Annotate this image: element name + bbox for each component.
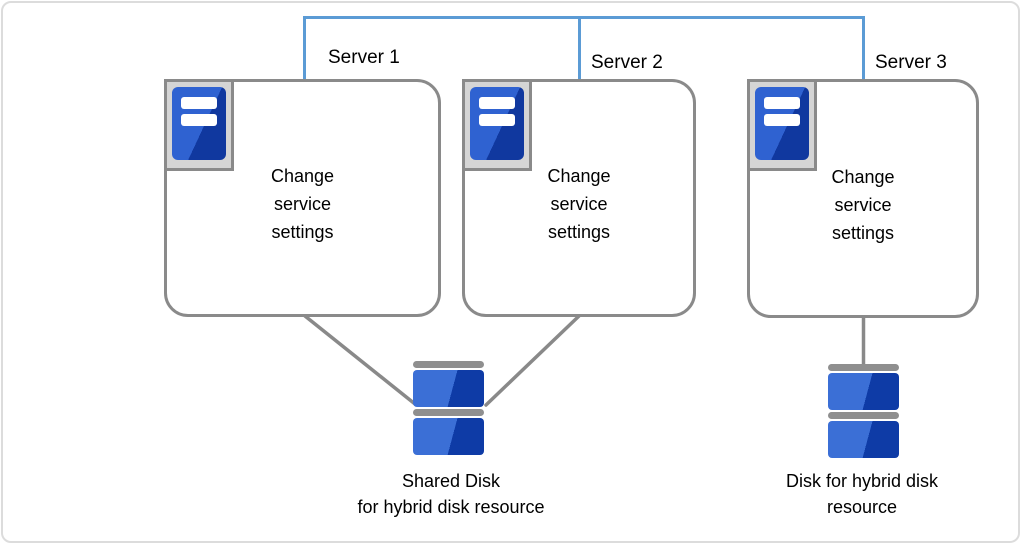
disk-cap bbox=[413, 409, 484, 416]
server1-service-settings-note: Change service settings bbox=[270, 166, 335, 242]
disk-cap bbox=[828, 412, 899, 419]
hybrid-disk-icon bbox=[828, 364, 899, 458]
shared-disk-caption-line2: for hybrid disk resource bbox=[357, 497, 545, 517]
shared-disk-caption-line1: Shared Disk bbox=[401, 471, 501, 491]
disk-platter bbox=[828, 421, 899, 458]
disk-cap bbox=[828, 364, 899, 371]
server-icon-slot bbox=[479, 97, 515, 109]
shared-disk-caption: Shared Disk for hybrid disk resource bbox=[291, 468, 611, 520]
server-icon-slot bbox=[181, 97, 217, 109]
server3-service-settings-note: Change service settings bbox=[831, 166, 895, 243]
server-icon-slot bbox=[764, 114, 800, 126]
server3-label: Server 3 bbox=[875, 52, 947, 73]
disk-platter bbox=[413, 418, 484, 455]
server1-to-shared-disk-line bbox=[303, 314, 417, 406]
server-icon bbox=[462, 79, 532, 171]
disk-platter bbox=[413, 370, 484, 407]
server-icon-body bbox=[172, 87, 226, 160]
server1-box: Change service settings bbox=[164, 79, 441, 317]
disk-platter bbox=[828, 373, 899, 410]
disk-cap bbox=[413, 361, 484, 368]
server2-to-shared-disk-line bbox=[484, 314, 581, 407]
server1-label: Server 1 bbox=[328, 47, 400, 68]
server-icon-slot bbox=[479, 114, 515, 126]
server-icon bbox=[747, 79, 817, 171]
hybrid-disk-caption: Disk for hybrid disk resource bbox=[722, 468, 1002, 520]
server2-box: Change service settings bbox=[462, 79, 696, 317]
server-icon-slot bbox=[181, 114, 217, 126]
server2-label: Server 2 bbox=[591, 52, 663, 73]
network-line bbox=[303, 16, 865, 82]
hybrid-disk-caption-line1: Disk for hybrid disk bbox=[785, 471, 939, 491]
server-icon bbox=[164, 79, 234, 171]
server2-service-settings-note: Change service settings bbox=[547, 166, 611, 242]
hybrid-disk-caption-line2: resource bbox=[826, 497, 898, 517]
server-icon-body bbox=[470, 87, 524, 160]
server-icon-body bbox=[755, 87, 809, 160]
server-icon-slot bbox=[764, 97, 800, 109]
shared-disk-icon bbox=[413, 361, 484, 455]
server3-box: Change service settings bbox=[747, 79, 979, 318]
